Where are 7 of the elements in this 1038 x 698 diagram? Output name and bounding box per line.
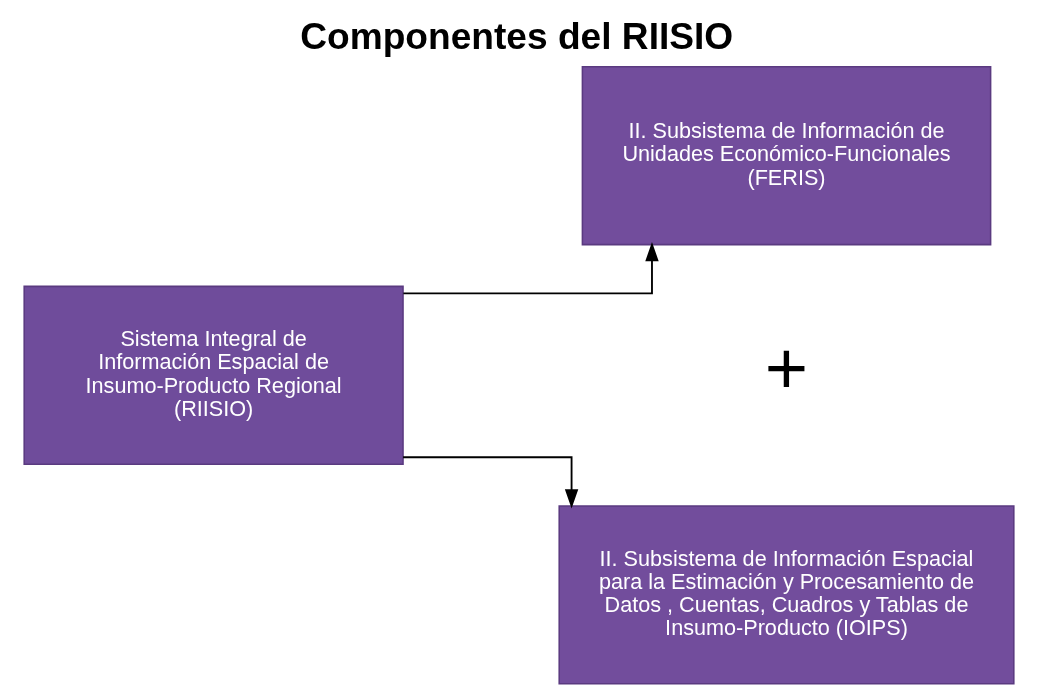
node-box: II. Subsistema de Información Espacial para la Estimación y Procesamiento de Datos , Cuentas, Cuadros y Tablas de Insumo-Producto (IOIPS) — [558, 505, 1015, 685]
arrow — [402, 456, 579, 509]
node-box: II. Subsistema de Información de Unidades Económico-Funcionales (FERIS) — [581, 66, 992, 246]
label: + — [764, 326, 809, 410]
arrow — [402, 242, 659, 295]
node-box: Sistema Integral de Información Espacial de Insumo-Producto Regional (RIISIO) — [23, 285, 404, 465]
diagram-title: Componentes del RIISIO — [300, 14, 734, 57]
